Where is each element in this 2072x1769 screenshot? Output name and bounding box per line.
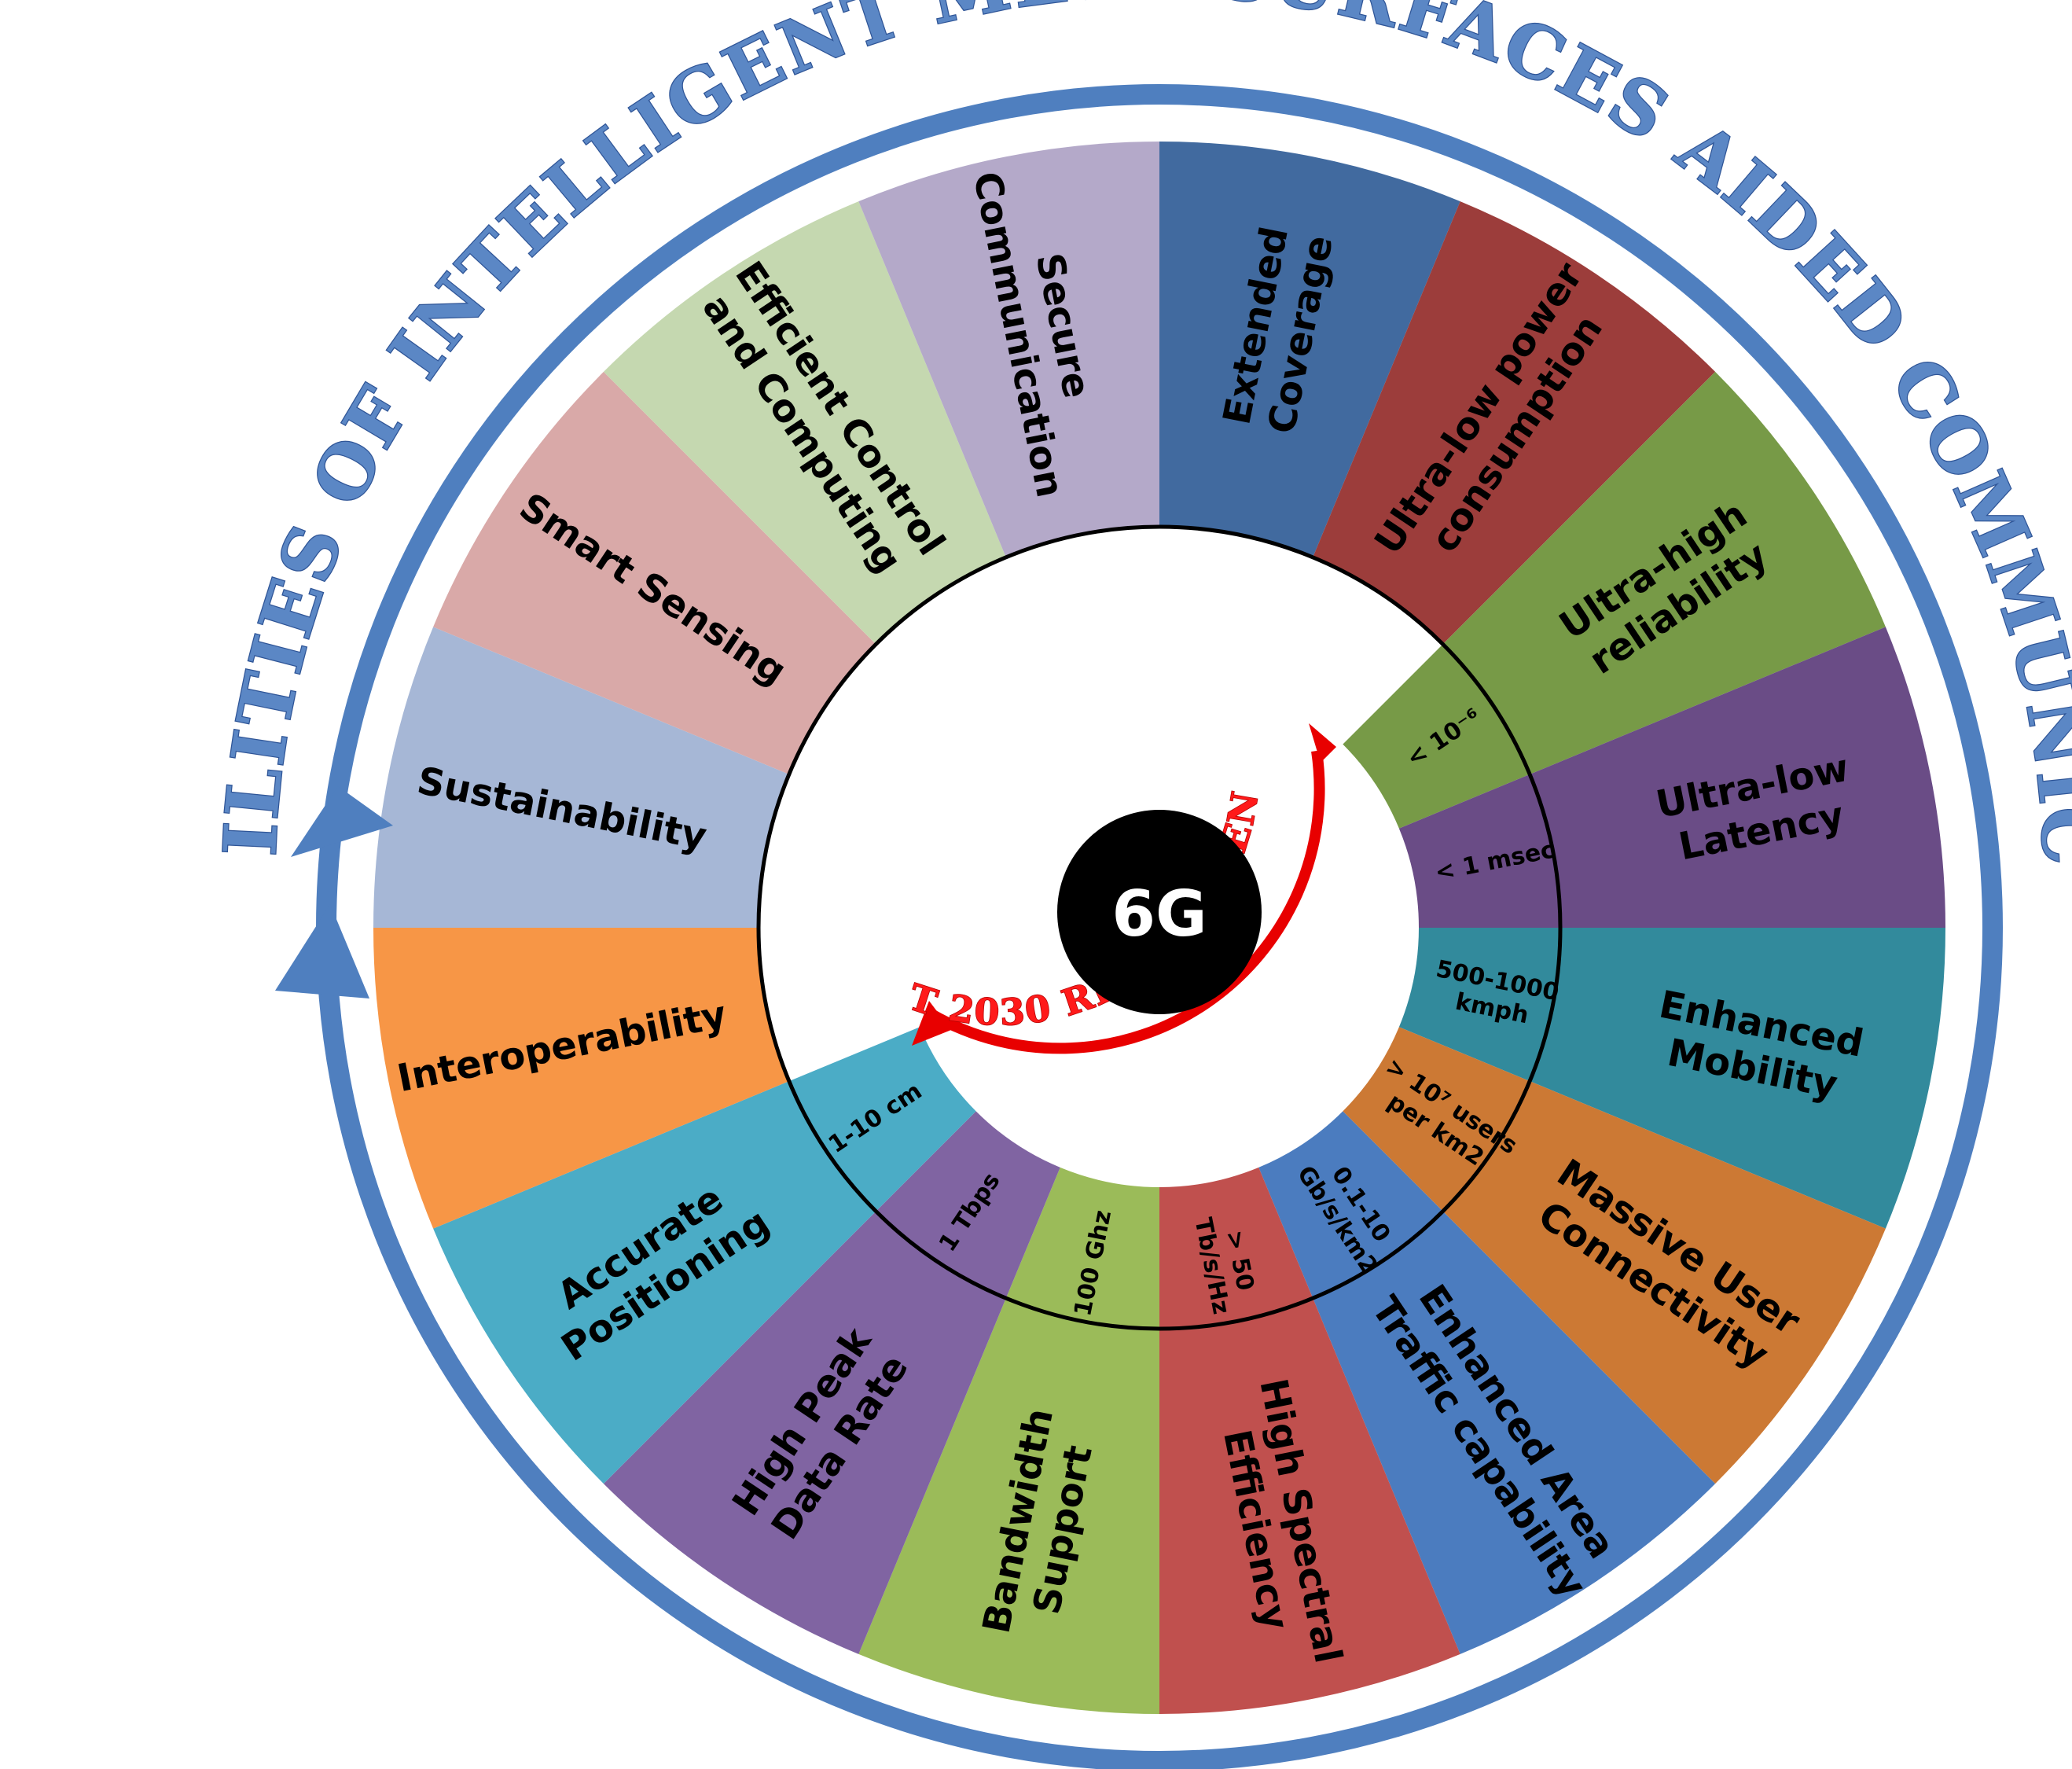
center-label: 6G — [1111, 877, 1207, 951]
requirement-wedge-5 — [1343, 1027, 1530, 1212]
segment-group — [373, 142, 1945, 1714]
ring-arrow-bottom-icon — [275, 904, 369, 999]
inner-ring-outline — [756, 524, 1563, 1331]
segment-15 — [858, 142, 1159, 557]
requirement-wedge-7 — [1159, 1167, 1313, 1329]
segment-5 — [1442, 1081, 1886, 1484]
requirement-wedge-9 — [876, 1111, 1060, 1299]
ring-arrow-top-icon — [291, 786, 393, 857]
requirement-wedge-3 — [1398, 774, 1560, 928]
requirement-ring — [788, 644, 1560, 1329]
requirements-arrow — [912, 723, 1336, 1054]
segment-14 — [603, 201, 1006, 645]
requirement-wedge-8 — [1005, 1167, 1159, 1329]
segment-13 — [433, 371, 876, 774]
segment-12 — [373, 627, 789, 928]
segment-6 — [1313, 1211, 1716, 1654]
segment-4 — [1530, 928, 1945, 1229]
segment-1 — [1313, 201, 1716, 645]
requirement-wedge-6 — [1258, 1111, 1443, 1299]
segment-11 — [373, 928, 789, 1229]
requirement-wedge-10 — [788, 1027, 976, 1212]
segment-10 — [433, 1081, 876, 1484]
segment-7 — [1159, 1298, 1460, 1714]
segment-2 — [1442, 371, 1886, 774]
segment-0 — [1159, 142, 1460, 557]
requirement-wedge-4 — [1398, 928, 1560, 1082]
center-disc — [1057, 810, 1262, 1014]
segment-8 — [858, 1298, 1159, 1714]
requirement-wedge-2 — [1343, 644, 1530, 829]
segment-3 — [1530, 627, 1945, 928]
segment-9 — [603, 1211, 1006, 1654]
